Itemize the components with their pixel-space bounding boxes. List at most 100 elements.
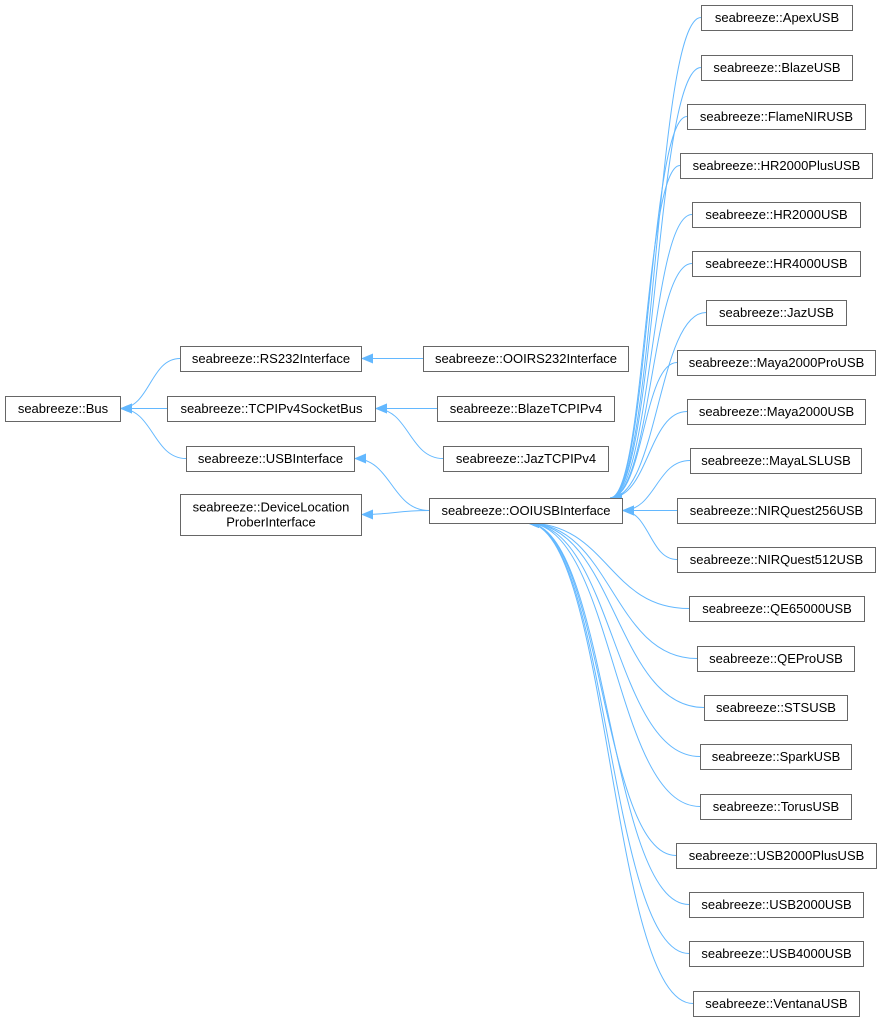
node-blazetcp[interactable]: seabreeze::BlazeTCPIPv4 [437,396,615,422]
node-hr2000[interactable]: seabreeze::HR2000USB [692,202,861,228]
node-box-nir512 [677,547,876,573]
node-rs232[interactable]: seabreeze::RS232Interface [180,346,362,372]
node-label-torus: seabreeze::TorusUSB [713,799,839,814]
node-hr4000[interactable]: seabreeze::HR4000USB [692,251,861,277]
node-box-sts [704,695,848,721]
node-label-qepro: seabreeze::QEProUSB [709,651,843,666]
node-box-flame [687,104,866,130]
node-usb4k[interactable]: seabreeze::USB4000USB [689,941,864,967]
node-box-qepro [697,646,855,672]
node-spark[interactable]: seabreeze::SparkUSB [700,744,852,770]
node-box-qe65 [689,596,865,622]
node-oois232[interactable]: seabreeze::OOIRS232Interface [423,346,629,372]
node-torus[interactable]: seabreeze::TorusUSB [700,794,852,820]
node-jaz[interactable]: seabreeze::JazUSB [706,300,847,326]
node-label-maya2kpro: seabreeze::Maya2000ProUSB [689,355,865,370]
node-label-flame: seabreeze::FlameNIRUSB [700,109,853,124]
edge-layer [119,17,707,1004]
node-box-mayals [690,448,862,474]
node-label-usb2kp: seabreeze::USB2000PlusUSB [689,848,865,863]
node-label-hr2000p: seabreeze::HR2000PlusUSB [693,158,861,173]
node-box-hr4000 [692,251,861,277]
edge-nir512-to-ooiusb [621,505,678,560]
node-box-jaztcp [443,446,609,472]
node-label-oois232: seabreeze::OOIRS232Interface [435,351,617,366]
node-label-dlpi: ProberInterface [226,515,316,530]
node-label-sts: seabreeze::STSUSB [716,700,836,715]
node-label-ventana: seabreeze::VentanaUSB [705,996,847,1011]
node-label-usb4k: seabreeze::USB4000USB [701,946,851,961]
node-box-oois232 [423,346,629,372]
edge-usbif-to-bus [119,403,187,459]
node-jaztcp[interactable]: seabreeze::JazTCPIPv4 [443,446,609,472]
node-hr2000p[interactable]: seabreeze::HR2000PlusUSB [680,153,873,179]
node-box-spark [700,744,852,770]
node-label-nir512: seabreeze::NIRQuest512USB [690,552,863,567]
edge-torus-to-ooiusb [526,518,701,807]
node-label-jaz: seabreeze::JazUSB [719,305,834,320]
node-label-maya2k: seabreeze::Maya2000USB [699,404,854,419]
node-bus[interactable]: seabreeze::Bus [5,396,121,422]
node-qe65[interactable]: seabreeze::QE65000USB [689,596,865,622]
node-box-tcpip [167,396,376,422]
node-label-hr4000: seabreeze::HR4000USB [705,256,847,271]
edge-qepro-to-ooiusb [526,518,698,659]
node-label-ooiusb: seabreeze::OOIUSBInterface [441,503,610,518]
node-label-nir256: seabreeze::NIRQuest256USB [690,503,863,518]
edge-apex-to-ooiusb [609,17,702,503]
node-flame[interactable]: seabreeze::FlameNIRUSB [687,104,866,130]
node-ooiusb[interactable]: seabreeze::OOIUSBInterface [429,498,623,524]
edge-jaz-to-ooiusb [609,312,707,503]
node-qepro[interactable]: seabreeze::QEProUSB [697,646,855,672]
node-nir256[interactable]: seabreeze::NIRQuest256USB [677,498,876,524]
node-label-apex: seabreeze::ApexUSB [715,10,839,25]
node-box-apex [701,5,853,31]
edge-hr4000-to-ooiusb [609,263,693,503]
node-label-hr2000: seabreeze::HR2000USB [705,207,847,222]
node-box-usb2k [689,892,864,918]
node-label-blazetcp: seabreeze::BlazeTCPIPv4 [450,401,602,416]
node-label-mayals: seabreeze::MayaLSLUSB [701,453,851,468]
node-box-usb4k [689,941,864,967]
edge-sts-to-ooiusb [526,518,705,708]
edge-usb4k-to-ooiusb [526,518,690,954]
node-label-jaztcp: seabreeze::JazTCPIPv4 [456,451,596,466]
node-nir512[interactable]: seabreeze::NIRQuest512USB [677,547,876,573]
node-blaze[interactable]: seabreeze::BlazeUSB [701,55,853,81]
edge-blaze-to-ooiusb [609,67,702,503]
node-box-maya2kpro [677,350,876,376]
node-label-qe65: seabreeze::QE65000USB [702,601,852,616]
node-box-usbif [186,446,355,472]
node-maya2k[interactable]: seabreeze::Maya2000USB [687,399,866,425]
edge-hr2000-to-ooiusb [609,214,693,503]
edge-ventana-to-ooiusb [526,518,694,1004]
node-label-rs232: seabreeze::RS232Interface [192,351,350,366]
node-sts[interactable]: seabreeze::STSUSB [704,695,848,721]
node-label-blaze: seabreeze::BlazeUSB [713,60,840,75]
node-label-dlpi: seabreeze::DeviceLocation [193,500,350,515]
node-box-hr2000 [692,202,861,228]
node-usbif[interactable]: seabreeze::USBInterface [186,446,355,472]
node-box-hr2000p [680,153,873,179]
node-usb2k[interactable]: seabreeze::USB2000USB [689,892,864,918]
node-ventana[interactable]: seabreeze::VentanaUSB [693,991,860,1017]
edge-hr2000p-to-ooiusb [609,165,681,503]
edge-flame-to-ooiusb [609,116,688,503]
node-box-ventana [693,991,860,1017]
node-maya2kpro[interactable]: seabreeze::Maya2000ProUSB [677,350,876,376]
node-box-dlpi [180,494,362,536]
node-tcpip[interactable]: seabreeze::TCPIPv4SocketBus [167,396,376,422]
node-layer: seabreeze::Busseabreeze::RS232Interfaces… [5,5,877,1017]
edge-maya2k-to-ooiusb [609,411,688,503]
node-label-spark: seabreeze::SparkUSB [712,749,841,764]
node-label-usb2k: seabreeze::USB2000USB [701,897,851,912]
node-usb2kp[interactable]: seabreeze::USB2000PlusUSB [676,843,877,869]
node-label-usbif: seabreeze::USBInterface [198,451,343,466]
node-apex[interactable]: seabreeze::ApexUSB [701,5,853,31]
node-label-bus: seabreeze::Bus [18,401,109,416]
node-mayals[interactable]: seabreeze::MayaLSLUSB [690,448,862,474]
node-box-blazetcp [437,396,615,422]
edge-ooiusb-to-usbif [353,453,430,511]
